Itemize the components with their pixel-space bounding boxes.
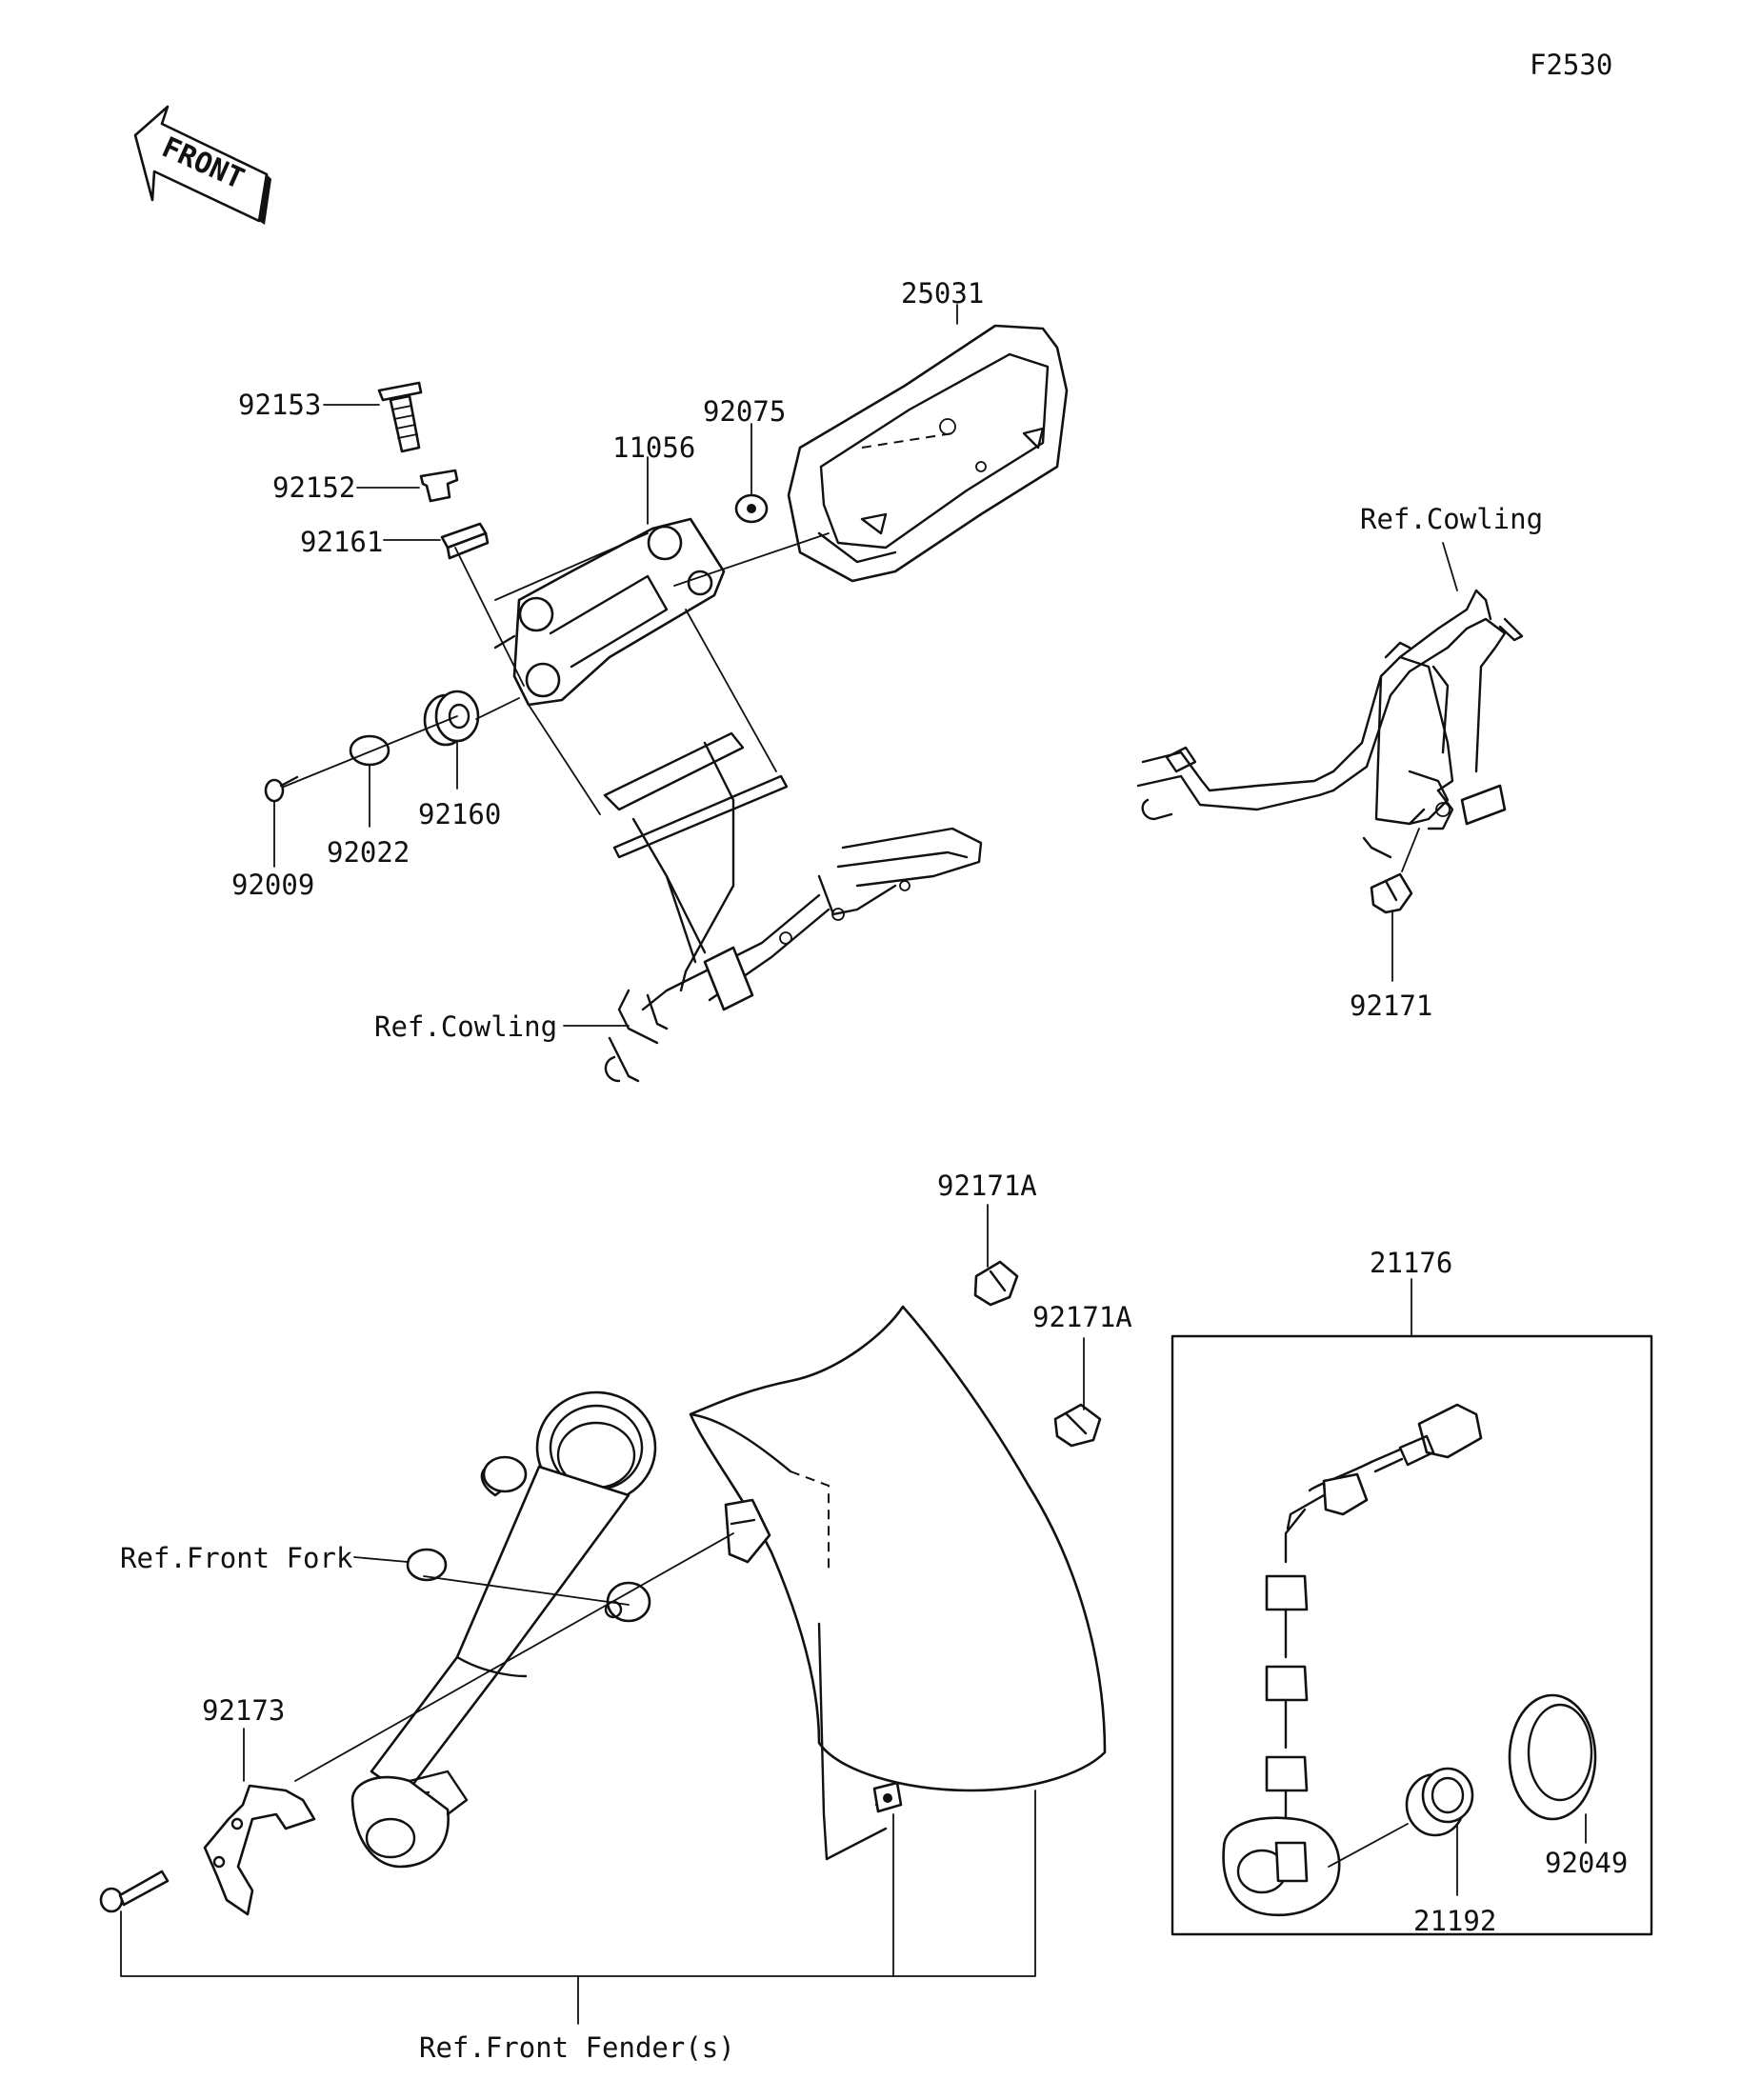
meter-assembly-25031 (787, 324, 1069, 583)
guide-line (528, 704, 601, 815)
ref-cowling-left: Ref.Cowling (374, 1010, 557, 1043)
callout-92171a-top: 92171A (937, 1170, 1037, 1202)
guide-line (294, 1532, 734, 1782)
front-fender (689, 1305, 1107, 1861)
bolt-92153 (377, 381, 423, 453)
speed-sensor-harness (1222, 1403, 1483, 1917)
guide-line (494, 532, 649, 601)
grommet-92161 (440, 522, 490, 560)
callout-92161: 92161 (300, 526, 383, 558)
clamp-92171a-top (973, 1260, 1019, 1307)
bracket-92173 (203, 1784, 316, 1916)
guide-line (1328, 1823, 1409, 1868)
clamp-92171a-mid (1053, 1403, 1102, 1448)
leader-line (353, 1556, 409, 1563)
screw-92009 (264, 775, 299, 803)
callout-92022: 92022 (327, 836, 410, 869)
fender-nut (872, 1781, 903, 1813)
leader-line (1442, 542, 1458, 591)
ref-cowling-right: Ref.Cowling (1360, 503, 1543, 535)
callout-21192: 21192 (1413, 1905, 1496, 1937)
guide-line (454, 547, 525, 687)
clamp-92171 (1370, 872, 1413, 914)
callout-11056: 11056 (612, 431, 695, 464)
cowling-stay-right (1136, 589, 1524, 859)
front-fork-tube (350, 1390, 657, 1869)
guide-line (685, 609, 777, 772)
callout-92153: 92153 (238, 389, 321, 421)
collar-92152 (419, 469, 459, 503)
guide-line (673, 532, 830, 587)
guide-line (423, 1575, 630, 1606)
callout-92075: 92075 (703, 395, 786, 428)
callout-92009: 92009 (231, 869, 314, 901)
front-arrow-icon: FRONT (133, 105, 271, 225)
callout-92171: 92171 (1350, 990, 1432, 1022)
meter-bracket-11056 (493, 517, 726, 707)
figure-code: F2530 (1530, 49, 1612, 81)
callout-25031: 25031 (901, 277, 984, 310)
callout-21176: 21176 (1370, 1247, 1452, 1279)
sensor-rotor-21192 (1405, 1767, 1474, 1837)
guide-line (475, 697, 520, 720)
callout-92160: 92160 (418, 798, 501, 830)
callout-92049: 92049 (1545, 1847, 1628, 1879)
seal-92049 (1508, 1693, 1597, 1821)
bolt-fender (99, 1870, 170, 1913)
guide-line (283, 715, 458, 788)
callout-92152: 92152 (272, 471, 355, 504)
ref-front-fenders: Ref.Front Fender(s) (419, 2031, 735, 2064)
ref-front-fork: Ref.Front Fork (120, 1542, 353, 1574)
cowling-stay-left (603, 731, 983, 1083)
leader-line (1401, 828, 1420, 872)
callout-92173: 92173 (202, 1694, 285, 1727)
washer-92075 (734, 493, 769, 524)
callout-92171a-mid: 92171A (1032, 1301, 1132, 1333)
washer-92022 (349, 734, 390, 767)
